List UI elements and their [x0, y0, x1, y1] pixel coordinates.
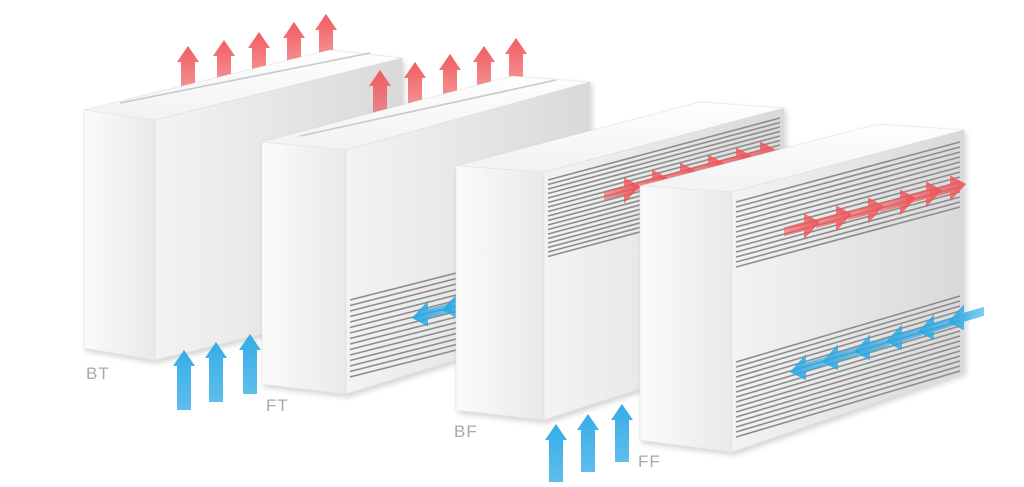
grille-slat: [735, 345, 961, 413]
grille-slat: [735, 196, 961, 258]
cool-air-arrow: [205, 342, 227, 402]
unit-label-bf: BF: [454, 422, 478, 441]
grille-slat: [735, 161, 961, 223]
unit-label-bt: BT: [86, 364, 110, 383]
cool-air-arrow: [822, 344, 858, 371]
grille-slat: [735, 325, 961, 393]
grille-slat: [735, 176, 961, 238]
grille-slat: [735, 300, 961, 368]
grille-slat: [735, 201, 961, 263]
grille-slat: [547, 117, 781, 181]
grille-slat: [547, 135, 781, 199]
unit-label-ft: FT: [266, 396, 289, 415]
warm-air-arrow: [848, 197, 884, 224]
grille-slat: [735, 340, 961, 408]
cool-air-arrow: [886, 324, 922, 351]
grille-slat: [735, 355, 961, 423]
cool-air-arrow: [948, 304, 984, 331]
cool-air-arrow: [854, 334, 890, 361]
unit-ff: [639, 123, 984, 453]
grille-slat: [547, 126, 781, 190]
unit-label-ff: FF: [638, 452, 661, 471]
grille-slat: [735, 330, 961, 398]
upper-grille-ff: [735, 141, 961, 268]
cool-air-arrow: [577, 414, 599, 472]
warm-air-arrow: [816, 205, 852, 232]
cool-air-arrow: [611, 404, 633, 462]
cool-air-arrow: [412, 300, 452, 327]
cool-airflow-ff: [790, 304, 984, 381]
cool-air-arrow: [239, 334, 261, 394]
cool-air-arrow: [790, 354, 826, 381]
warm-airflow-ff: [784, 175, 966, 240]
grille-slat: [735, 151, 961, 213]
grille-slat: [735, 171, 961, 233]
grille-slat: [547, 130, 781, 195]
grille-slat: [735, 191, 961, 253]
cool-air-arrow: [918, 314, 954, 341]
grille-slat: [735, 310, 961, 378]
warm-air-arrow: [604, 177, 640, 204]
grille-slat: [735, 360, 961, 428]
grille-slat: [735, 365, 961, 433]
grille-slat: [735, 141, 961, 203]
grille-slat: [735, 335, 961, 403]
grille-slat: [735, 350, 961, 418]
cool-air-arrow: [173, 350, 195, 410]
grille-slat: [547, 121, 781, 186]
grille-slat: [735, 206, 961, 268]
grille-slat: [735, 370, 961, 438]
grille-slat: [735, 146, 961, 208]
cool-airflow-bt: [173, 334, 261, 410]
cool-airflow-bf: [545, 404, 633, 482]
grille-slat: [735, 156, 961, 218]
warm-air-arrow: [784, 213, 820, 240]
grille-slat: [735, 305, 961, 373]
grille-slat: [735, 166, 961, 228]
cool-air-arrow: [545, 424, 567, 482]
warm-air-arrow: [930, 175, 966, 202]
warm-air-arrow: [906, 181, 942, 208]
grille-slat: [735, 295, 961, 363]
